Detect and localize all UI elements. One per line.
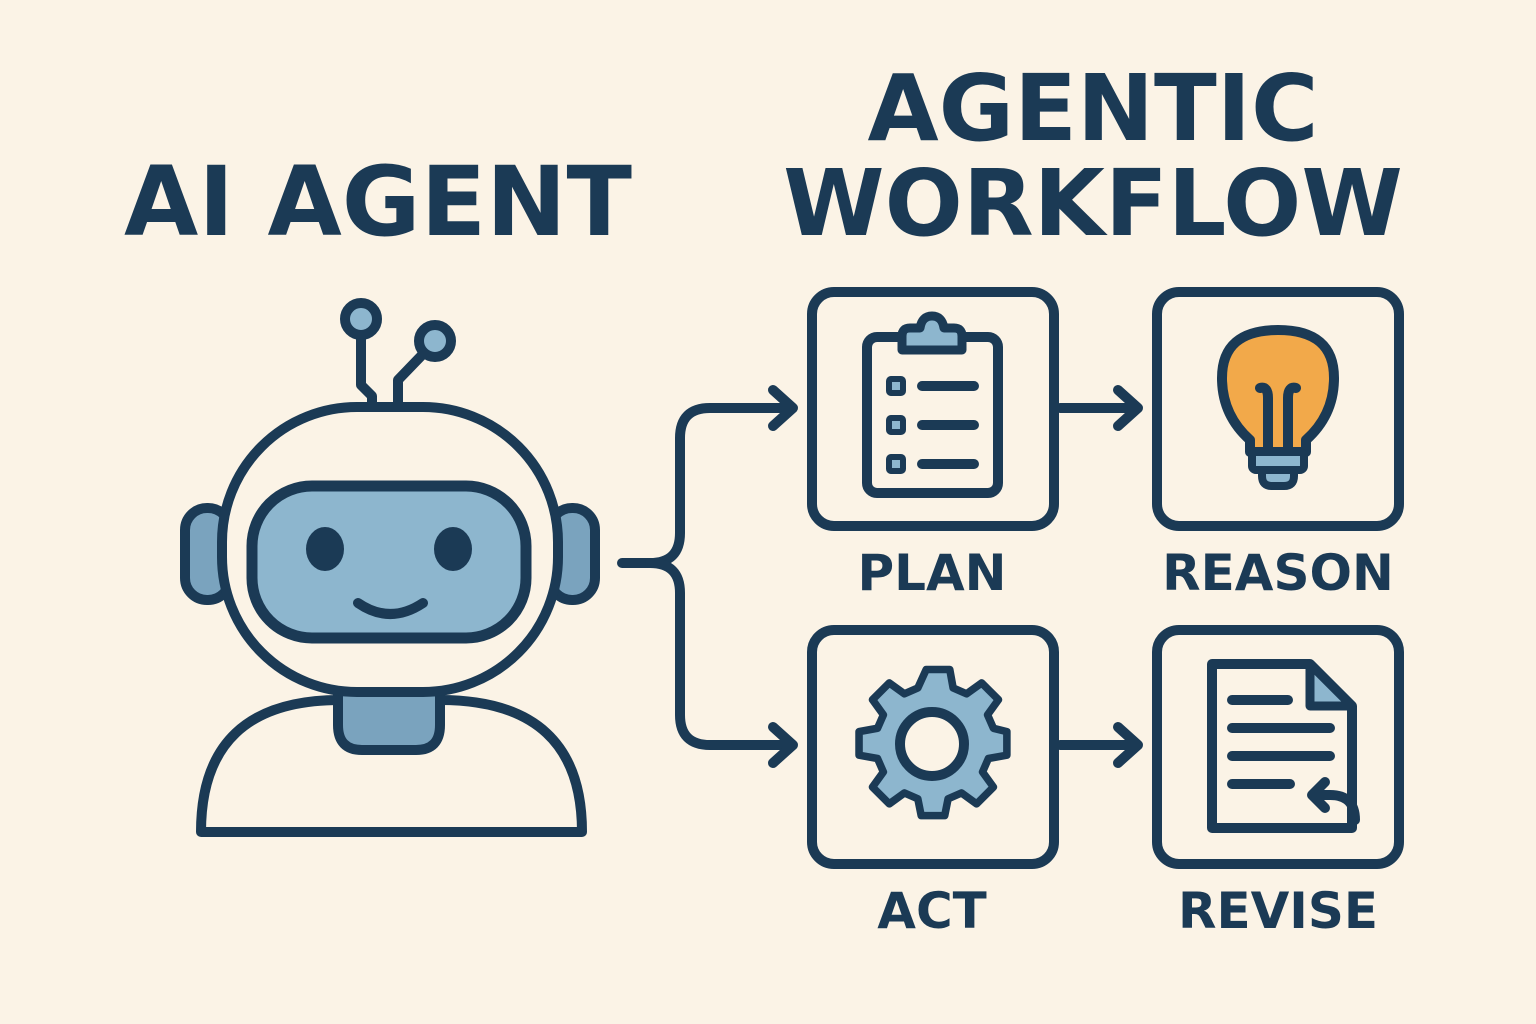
plan-box bbox=[807, 287, 1059, 531]
antenna-right bbox=[393, 320, 456, 413]
step-reason: REASON bbox=[1152, 287, 1404, 602]
arrow-head-act bbox=[768, 722, 798, 768]
clipboard-checklist-icon bbox=[862, 311, 1003, 498]
step-revise: REVISE bbox=[1152, 625, 1404, 940]
arrow-act-to-revise bbox=[1055, 722, 1143, 768]
step-label-reason: REASON bbox=[1162, 544, 1394, 602]
step-label-plan: PLAN bbox=[857, 544, 1006, 602]
eye-left bbox=[306, 527, 344, 571]
revise-box bbox=[1152, 625, 1404, 869]
reason-box bbox=[1152, 287, 1404, 531]
step-label-revise: REVISE bbox=[1178, 882, 1378, 940]
gear-icon bbox=[855, 665, 1011, 820]
arrow-head-plan bbox=[768, 385, 798, 431]
robot-icon bbox=[180, 298, 600, 837]
branch-connector bbox=[617, 385, 1143, 768]
robot-neck bbox=[333, 675, 445, 755]
smile bbox=[353, 598, 428, 619]
ai-agent-title: AI AGENT bbox=[124, 146, 632, 258]
eye-right bbox=[434, 527, 472, 571]
act-box bbox=[807, 625, 1059, 869]
document-revise-icon bbox=[1207, 659, 1360, 833]
lightbulb-icon bbox=[1217, 325, 1339, 490]
antenna-left bbox=[340, 298, 382, 413]
arrow-plan-to-reason bbox=[1055, 385, 1143, 431]
step-label-act: ACT bbox=[877, 882, 987, 940]
agentic-title-line1: AGENTIC bbox=[867, 55, 1318, 162]
agentic-title-line2: WORKFLOW bbox=[783, 150, 1403, 257]
step-plan: PLAN bbox=[807, 287, 1059, 602]
step-act: ACT bbox=[807, 625, 1059, 940]
robot-visor bbox=[246, 480, 532, 644]
